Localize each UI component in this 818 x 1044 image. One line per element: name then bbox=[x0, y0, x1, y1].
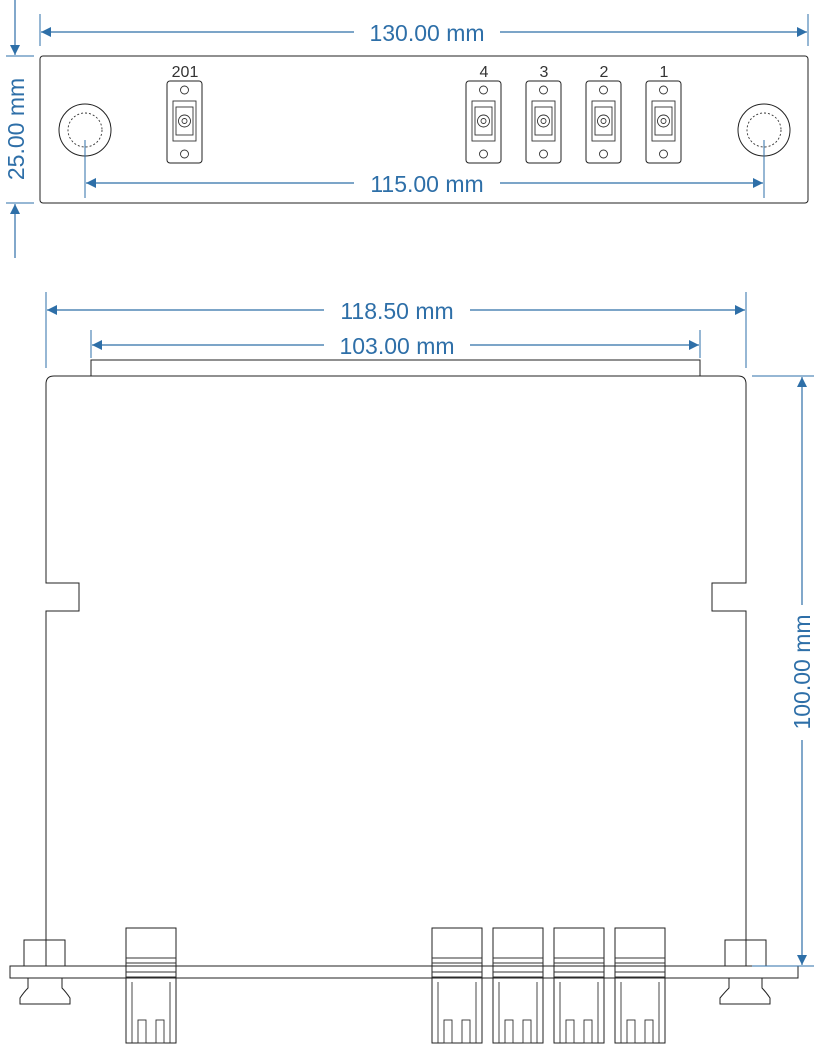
dim-label-100: 100.00 mm bbox=[789, 614, 815, 729]
dim-module-width: 118.50 mm bbox=[45, 292, 747, 368]
port-1-adapter bbox=[645, 80, 682, 164]
port-label-4: 4 bbox=[480, 64, 489, 81]
module-body-outline bbox=[45, 375, 747, 966]
dim-module-depth: 100.00 mm bbox=[752, 375, 815, 967]
top-flange bbox=[90, 359, 701, 377]
dim-label-103: 103.00 mm bbox=[339, 333, 454, 359]
port-label-3: 3 bbox=[540, 64, 549, 81]
dim-hole-spacing: 115.00 mm bbox=[84, 140, 765, 198]
captive-screw-right bbox=[719, 939, 771, 1005]
dim-flange-width: 103.00 mm bbox=[90, 330, 701, 359]
module-top-view: 118.50 mm 103.00 mm 100.00 mm bbox=[9, 292, 815, 1044]
port-label-1: 1 bbox=[660, 64, 669, 81]
dim-front-panel-height: 25.00 mm bbox=[3, 0, 34, 258]
connector-3 bbox=[492, 927, 544, 1044]
port-label-2: 2 bbox=[600, 64, 609, 81]
front-face-strip bbox=[9, 965, 799, 979]
connector-2 bbox=[553, 927, 605, 1044]
dim-label-25: 25.00 mm bbox=[3, 78, 29, 180]
captive-screw-left bbox=[19, 939, 71, 1005]
port-4-adapter bbox=[465, 80, 502, 164]
port-label-201: 201 bbox=[172, 64, 199, 81]
port-2-adapter bbox=[585, 80, 622, 164]
port-3-adapter bbox=[525, 80, 562, 164]
dim-label-115: 115.00 mm bbox=[370, 171, 483, 197]
connector-4 bbox=[431, 927, 483, 1044]
connector-1 bbox=[614, 927, 666, 1044]
dim-label-118-50: 118.50 mm bbox=[340, 298, 453, 324]
front-panel-outline bbox=[39, 55, 809, 204]
connector-201 bbox=[125, 927, 177, 1044]
dim-label-130: 130.00 mm bbox=[369, 20, 484, 46]
dim-front-panel-width: 130.00 mm bbox=[39, 14, 809, 46]
front-panel-view: 201 4 3 2 1 130.00 mm 25.00 mm 115.00 m bbox=[3, 0, 809, 258]
port-201-adapter bbox=[166, 80, 203, 164]
